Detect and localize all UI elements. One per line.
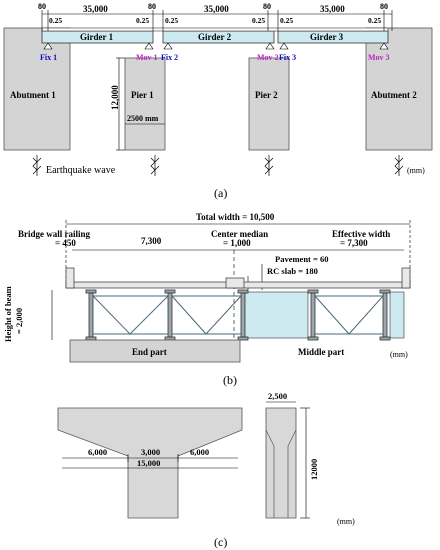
earthquake-label: Earthquake wave bbox=[46, 165, 116, 176]
bearing-fix-1: Fix 1 bbox=[40, 53, 57, 62]
offset-label-3: 0.25 bbox=[165, 16, 178, 25]
pier-height-label: 12,000 bbox=[110, 85, 120, 110]
rc-slab-label: RC slab = 180 bbox=[267, 266, 318, 276]
pier-1 bbox=[124, 57, 166, 151]
girder-2-label: Girder 2 bbox=[198, 32, 232, 42]
abutment-2 bbox=[365, 27, 433, 151]
side-height-label: 12000 bbox=[309, 459, 319, 480]
girder-3-label: Girder 3 bbox=[310, 32, 344, 42]
middle-part-label: Middle part bbox=[298, 347, 344, 357]
pier-width-label: 2500 mm bbox=[127, 114, 159, 123]
gap-80-label-1: 80 bbox=[38, 2, 46, 11]
effective-label-2: = 7,300 bbox=[340, 238, 368, 248]
total-width-label: Total width = 10,500 bbox=[196, 212, 275, 222]
left-railing bbox=[65, 267, 75, 289]
offset-label-2: 0.25 bbox=[136, 16, 149, 25]
span-label-3: 35,000 bbox=[320, 4, 345, 14]
pier-side-view bbox=[265, 407, 297, 519]
end-part-abutment bbox=[69, 339, 241, 363]
deck-top bbox=[41, 27, 389, 32]
center-median bbox=[225, 277, 245, 289]
beam-height-label-1: Height of beam bbox=[3, 286, 13, 342]
end-part-label: End part bbox=[132, 347, 167, 357]
panel-b-unit: (mm) bbox=[390, 350, 408, 359]
bearing-fix-3: Fix 3 bbox=[279, 53, 296, 62]
cap-total-label: 15,000 bbox=[137, 458, 160, 468]
bearing-symbols bbox=[43, 42, 389, 50]
gap-80-label-2: 80 bbox=[148, 2, 156, 11]
offset-label-6: 0.25 bbox=[368, 16, 381, 25]
bearing-mov-1: Mov 1 bbox=[136, 53, 158, 62]
panel-b-caption: (b) bbox=[223, 373, 237, 387]
steel-girders bbox=[85, 289, 391, 341]
railing-label-2: = 450 bbox=[55, 238, 76, 248]
panel-b-cross-section: Total width = 10,500 Bridge wall railing… bbox=[3, 212, 411, 387]
side-width-label: 2,500 bbox=[268, 391, 287, 401]
span-dimension-ticks bbox=[41, 10, 393, 31]
panel-a-elevation: 80 80 80 80 35,000 35,000 35,000 0.25 0.… bbox=[3, 2, 433, 200]
cross-bracing bbox=[92, 295, 384, 335]
left-lane-label: 7,300 bbox=[141, 236, 162, 246]
pavement-label: Pavement = 60 bbox=[275, 254, 328, 264]
panel-c-pier-section: 6,000 3,000 6,000 15,000 2,500 12000 (mm… bbox=[57, 391, 355, 549]
abutment-1 bbox=[3, 27, 71, 151]
bearing-mov-2: Mov 2 bbox=[257, 53, 279, 62]
abutment-2-label: Abutment 2 bbox=[371, 90, 417, 100]
abutment-1-label: Abutment 1 bbox=[10, 90, 56, 100]
median-label-1: Center median bbox=[211, 229, 268, 239]
panel-a-unit: (mm) bbox=[407, 166, 425, 175]
cap-left-label: 6,000 bbox=[88, 447, 107, 457]
bearing-mov-3: Mov 3 bbox=[368, 53, 390, 62]
gap-80-label-3: 80 bbox=[263, 2, 271, 11]
right-railing bbox=[401, 267, 411, 289]
pier-front-view bbox=[57, 407, 243, 519]
middle-part-diaphragm bbox=[243, 291, 309, 339]
span-label-2: 35,000 bbox=[204, 4, 229, 14]
girder-1-label: Girder 1 bbox=[80, 32, 114, 42]
panel-a-caption: (a) bbox=[214, 186, 227, 200]
column-width-label: 3,000 bbox=[141, 447, 160, 457]
median-label-2: = 1,000 bbox=[223, 238, 251, 248]
panel-c-unit: (mm) bbox=[337, 517, 355, 526]
earthquake-symbols bbox=[32, 155, 404, 176]
bearing-fix-2: Fix 2 bbox=[161, 53, 178, 62]
beam-height-label-2: = 2,000 bbox=[14, 308, 24, 334]
pier-1-label: Pier 1 bbox=[131, 90, 154, 100]
offset-label-5: 0.25 bbox=[280, 16, 293, 25]
effective-label-1: Effective width bbox=[332, 229, 390, 239]
offset-label-1: 0.25 bbox=[49, 16, 62, 25]
railing-label-1: Bridge wall railing bbox=[18, 229, 91, 239]
gap-80-label-4: 80 bbox=[380, 2, 388, 11]
cap-right-label: 6,000 bbox=[190, 447, 209, 457]
pier-2-label: Pier 2 bbox=[255, 90, 278, 100]
panel-c-caption: (c) bbox=[214, 535, 227, 549]
span-label-1: 35,000 bbox=[83, 4, 108, 14]
pier-2 bbox=[248, 57, 290, 151]
offset-label-4: 0.25 bbox=[252, 16, 265, 25]
